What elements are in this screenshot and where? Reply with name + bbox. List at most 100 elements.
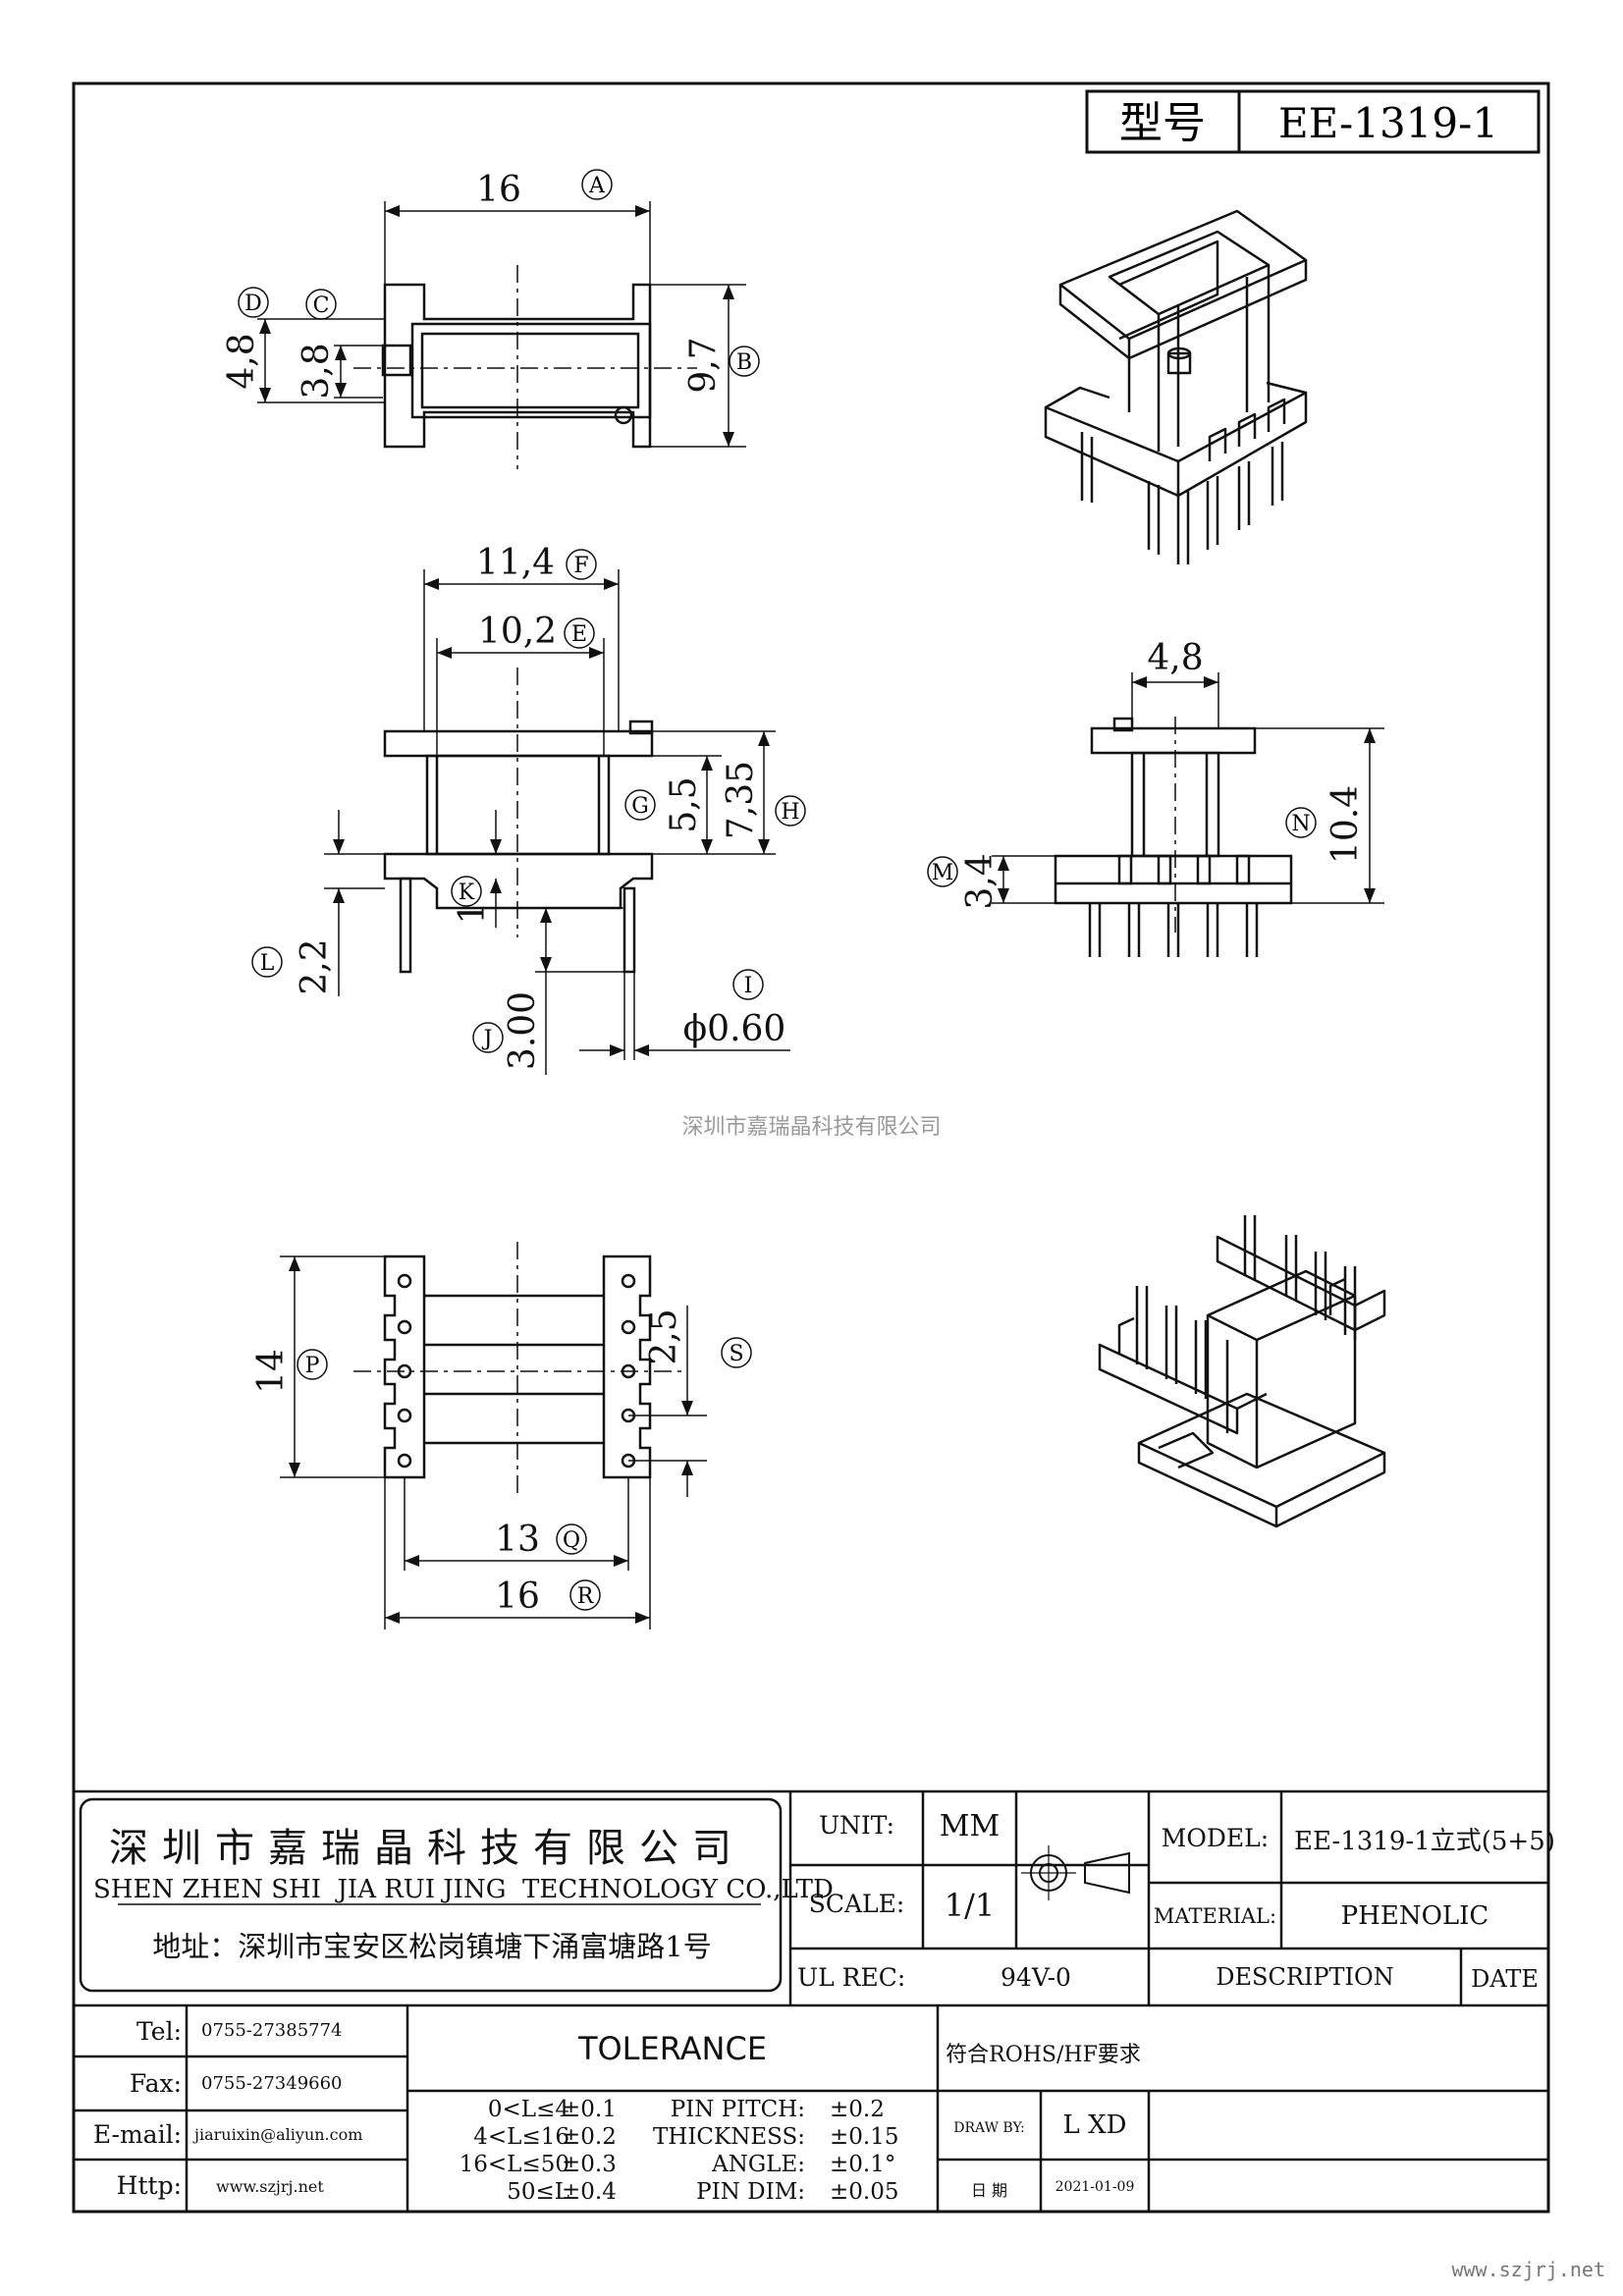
tolerance-value-2: ±0.3 — [562, 2152, 617, 2177]
callout-g: G — [624, 789, 656, 821]
callout-q: Q — [556, 1523, 587, 1555]
svg-text:Q: Q — [563, 1528, 580, 1553]
callout-h: H — [775, 795, 806, 827]
dim-top-slot: 3,8 — [297, 343, 337, 399]
svg-text:N: N — [1291, 812, 1310, 836]
description-label: DESCRIPTION — [1216, 1963, 1394, 1991]
callout-l: L — [251, 946, 283, 978]
svg-text:R: R — [577, 1584, 595, 1609]
callout-p: P — [297, 1349, 328, 1380]
dim-front-width: 4,8 — [1147, 638, 1203, 678]
company-name-cn: 深圳市嘉瑞晶科技有限公司 — [109, 1826, 745, 1871]
callout-e: E — [564, 617, 595, 649]
svg-text:I: I — [744, 974, 753, 998]
tel-value: 0755-27385774 — [201, 2020, 343, 2041]
dim-front-base: 3,4 — [960, 853, 1001, 909]
callout-b: B — [729, 346, 760, 377]
dim-bot-pitch: 2,5 — [644, 1308, 684, 1364]
unit-label: UNIT: — [818, 1811, 895, 1840]
dim-pin-dia: ϕ0.60 — [683, 1009, 786, 1049]
dim-bot-outer: 16 — [495, 1576, 540, 1617]
svg-text:E: E — [571, 622, 587, 647]
ul-value: 94V-0 — [1001, 1963, 1071, 1992]
model-value: EE-1319-1立式(5+5) — [1294, 1827, 1555, 1856]
top-view — [257, 201, 746, 469]
svg-text:M: M — [932, 861, 954, 885]
model-label: MODEL: — [1161, 1824, 1270, 1852]
tolerance-other-value-3: ±0.05 — [830, 2179, 899, 2205]
tolerance-other-value-2: ±0.1° — [830, 2152, 896, 2177]
date-row-label: 日 期 — [970, 2181, 1008, 2200]
dim-side-outer: 11,4 — [476, 543, 555, 583]
front-view — [992, 672, 1384, 957]
callout-f: F — [566, 549, 597, 580]
unit-value: MM — [939, 1809, 1001, 1843]
dim-front-total: 10.4 — [1325, 785, 1366, 864]
tolerance-other-value-0: ±0.2 — [830, 2097, 885, 2122]
footer-url: www.szjrj.net — [1451, 2258, 1605, 2281]
material-value: PHENOLIC — [1340, 1901, 1489, 1931]
callout-s: S — [721, 1337, 752, 1368]
scale-value: 1/1 — [944, 1887, 996, 1924]
tolerance-other-label-2: ANGLE: — [712, 2152, 805, 2177]
svg-text:S: S — [729, 1342, 743, 1366]
tolerance-range-2: 16<L≤50 — [459, 2152, 569, 2177]
tel-label: Tel: — [136, 2017, 182, 2046]
callout-a: A — [581, 169, 613, 200]
callout-n: N — [1285, 807, 1317, 838]
http-value: www.szjrj.net — [216, 2177, 324, 2196]
tolerance-other-label-1: THICKNESS: — [652, 2124, 805, 2150]
ul-label: UL REC: — [797, 1963, 906, 1992]
dim-side-inner: 10,2 — [478, 612, 557, 652]
callout-k: K — [451, 876, 482, 907]
dim-base-step: 1 — [453, 902, 493, 925]
isometric-view-top — [1044, 209, 1308, 564]
material-label: MATERIAL: — [1153, 1904, 1277, 1928]
tolerance-other-value-1: ±0.15 — [830, 2124, 899, 2150]
svg-text:C: C — [313, 294, 330, 318]
dim-bot-inner: 13 — [495, 1520, 540, 1560]
svg-text:H: H — [781, 800, 799, 825]
tolerance-value-0: ±0.1 — [562, 2097, 617, 2122]
fax-label: Fax: — [129, 2069, 182, 2098]
model-box-value: EE-1319-1 — [1278, 99, 1498, 147]
svg-text:K: K — [459, 881, 475, 905]
tolerance-range-3: 50≤L — [507, 2179, 569, 2205]
callout-r: R — [569, 1579, 601, 1611]
model-box-label: 型号 — [1119, 98, 1206, 148]
svg-text:J: J — [482, 1027, 493, 1051]
dim-top-flange: 4,8 — [222, 333, 262, 389]
company-address: 地址：深圳市宝安区松岗镇塘下涌富塘路1号 — [152, 1930, 712, 1963]
rohs-note: 符合ROHS/HF要求 — [946, 2043, 1141, 2067]
title-block — [74, 1789, 1548, 2212]
tolerance-other-label-3: PIN DIM: — [696, 2179, 805, 2205]
date-label: DATE — [1471, 1965, 1539, 1993]
dim-top-height: 9,7 — [683, 337, 724, 393]
date-row-value: 2021-01-09 — [1055, 2179, 1135, 2195]
tolerance-range-0: 0<L≤4 — [487, 2097, 569, 2122]
side-view — [324, 569, 790, 1075]
svg-text:F: F — [573, 554, 588, 578]
company-name-en: SHEN ZHEN SHI JIA RUI JING TECHNOLOGY CO… — [93, 1875, 834, 1904]
isometric-view-bottom — [1098, 1215, 1386, 1528]
email-label: E-mail: — [92, 2120, 182, 2149]
model-box: 型号 EE-1319-1 — [1085, 89, 1541, 154]
tolerance-value-1: ±0.2 — [562, 2124, 617, 2150]
svg-text:P: P — [305, 1354, 320, 1378]
tolerance-range-1: 4<L≤16 — [473, 2124, 569, 2150]
svg-text:B: B — [736, 350, 752, 375]
tolerance-title: TOLERANCE — [577, 2030, 768, 2067]
projection-symbol-icon — [1021, 1845, 1130, 1900]
draw-by-label: DRAW BY: — [953, 2120, 1025, 2136]
svg-text:D: D — [244, 292, 262, 316]
callout-j: J — [472, 1022, 504, 1053]
svg-text:L: L — [260, 951, 275, 976]
scale-label: SCALE: — [808, 1890, 905, 1918]
callout-c: C — [305, 289, 337, 320]
dim-pin-len: 3.00 — [503, 991, 543, 1070]
tolerance-other-label-0: PIN PITCH: — [670, 2097, 805, 2122]
dim-base-h: 2,2 — [295, 938, 335, 994]
svg-text:A: A — [588, 174, 606, 198]
callout-d: D — [238, 287, 269, 318]
